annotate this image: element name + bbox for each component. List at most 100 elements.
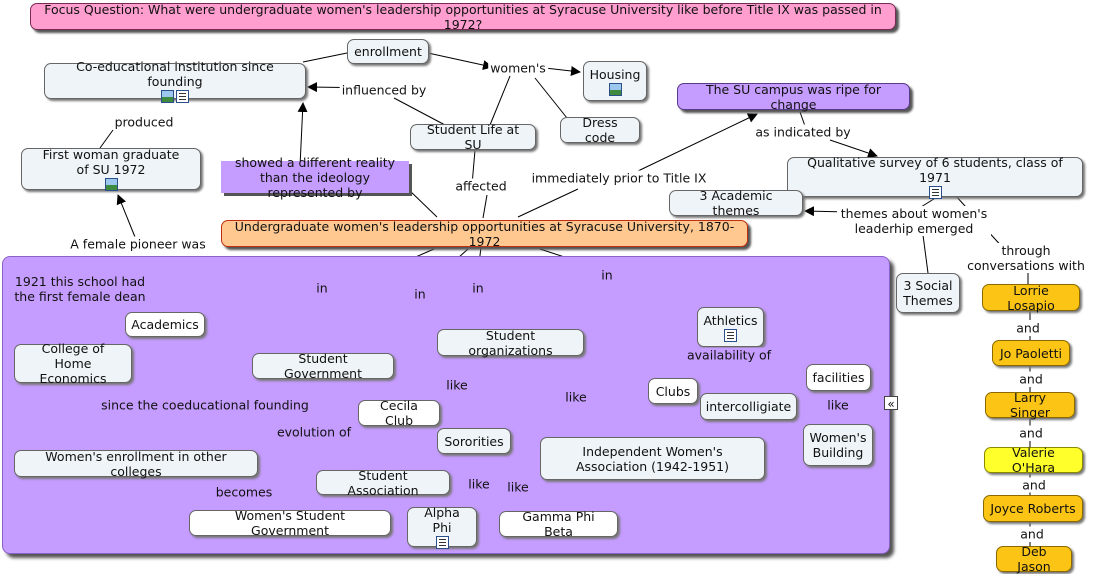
concept-housing[interactable]: Housing [583,61,647,101]
link-label[interactable]: and [1020,477,1048,493]
concept-student-association[interactable]: Student Association [316,467,450,498]
concept-athletics-label: Athletics [703,312,758,328]
link-label[interactable]: through conversations with [954,243,1097,273]
concept-social-themes-label: 3 Social Themes [903,278,953,308]
link-label[interactable]: and [1017,371,1045,387]
concept-intercollegiate[interactable]: intercolligiate [700,393,797,420]
concept-housing-label: Housing [589,66,641,82]
link-label[interactable]: themes about women's leaderhip emerged [837,206,991,236]
link-label[interactable]: immediately prior to Title IX [529,170,709,186]
collapse-icon[interactable]: « [884,396,898,411]
student-name: Jo Paoletti [999,345,1063,361]
concept-student-orgs-label: Student organizations [468,327,553,358]
concept-student-life[interactable]: Student Life at SU [410,122,536,152]
link-label[interactable]: since the coeducational founding [99,397,311,413]
link-label[interactable]: in [412,286,428,302]
concept-facilities[interactable]: facilities [806,364,871,391]
link-label[interactable]: as indicated by [753,124,853,140]
link-label[interactable]: evolution of [274,424,354,440]
concept-womens-building[interactable]: Women's Building [803,424,873,466]
concept-sororities-label: Sororities [444,433,504,449]
concept-academics[interactable]: Academics [125,312,205,337]
student-node[interactable]: Lorrie Losapio [982,282,1080,313]
link-label[interactable]: and [1018,526,1046,542]
link-label[interactable]: becomes [213,484,275,500]
link-label[interactable]: women's [488,60,548,76]
link-label[interactable]: like [505,479,531,495]
student-node[interactable]: Jo Paoletti [992,340,1070,366]
concept-ripe-for-change[interactable]: The SU campus was ripe for change [677,81,910,112]
concept-home-ec-label: College of Home Economics [39,341,107,386]
concept-gamma-phi-label: Gamma Phi Beta [522,509,595,539]
link-label[interactable]: and [1017,425,1045,441]
document-icon[interactable] [435,536,449,549]
concept-student-gov-label: Student Government [284,351,362,381]
concept-student-assoc-label: Student Association [347,467,419,498]
link-label[interactable]: 1921 this school had the first female de… [8,274,152,304]
concept-first-grad-label: First woman graduate of SU 1972 [42,147,180,177]
concept-independent-womens-association[interactable]: Independent Women's Association (1942-19… [540,437,765,480]
link-label[interactable]: availability of [685,347,773,363]
student-name: Joyce Roberts [990,501,1076,516]
concept-facilities-label: facilities [812,370,865,385]
link-label[interactable]: like [466,476,492,492]
image-icon[interactable] [104,178,118,191]
link-label[interactable]: A female pioneer was [68,236,208,252]
main-concept-label: Undergraduate women's leadership opportu… [234,218,735,249]
student-name: Larry Singer [1009,390,1051,420]
concept-coed-label: Co-educational institution since foundin… [76,59,274,89]
student-node[interactable]: Valerie O'Hara [984,445,1083,475]
link-label[interactable]: produced [112,114,176,130]
link-label[interactable]: in [599,267,615,283]
concept-social-themes[interactable]: 3 Social Themes [896,273,960,313]
concept-clubs[interactable]: Clubs [648,378,698,404]
concept-athletics[interactable]: Athletics [697,307,764,347]
concept-dress-code-label: Dress code [582,115,618,145]
image-icon[interactable] [608,82,622,96]
concept-cecila-label: Cecila Club [380,398,418,428]
concept-other-colleges-label: Women's enrollment in other colleges [45,448,227,479]
link-label-showed-different-reality[interactable]: showed a different reality than the ideo… [221,155,409,200]
concept-academic-themes-label: 3 Academic themes [699,188,773,218]
concept-first-woman-graduate[interactable]: First woman graduate of SU 1972 [21,147,201,191]
link-label[interactable]: and [1014,320,1042,336]
link-label[interactable]: in [314,280,330,296]
concept-coed-institution[interactable]: Co-educational institution since foundin… [44,59,306,103]
link-label[interactable]: affected [453,178,509,194]
concept-alpha-phi-label: Alpha Phi [424,505,460,535]
document-icon[interactable] [928,186,942,199]
main-concept[interactable]: Undergraduate women's leadership opportu… [221,218,748,249]
concept-gamma-phi-beta[interactable]: Gamma Phi Beta [499,509,618,539]
concept-home-economics[interactable]: College of Home Economics [14,341,132,386]
concept-other-colleges[interactable]: Women's enrollment in other colleges [14,448,258,479]
student-node[interactable]: Joyce Roberts [983,495,1083,522]
link-label[interactable]: influenced by [339,82,429,98]
student-name: Lorrie Losapio [1007,282,1055,313]
concept-sororities[interactable]: Sororities [437,428,511,454]
concept-intercollegiate-label: intercolligiate [705,399,792,414]
concept-survey-label: Qualitative survey of 6 students, class … [807,155,1063,185]
document-icon[interactable] [724,328,737,342]
concept-enrollment[interactable]: enrollment [347,39,429,64]
student-node[interactable]: Larry Singer [985,390,1075,420]
link-label[interactable]: in [470,280,486,296]
concept-womens-student-government[interactable]: Women's Student Government [189,508,391,538]
concept-student-organizations[interactable]: Student organizations [437,327,584,358]
focus-question-text: Focus Question: What were undergraduate … [44,1,882,32]
image-icon[interactable] [161,90,174,103]
concept-student-government[interactable]: Student Government [252,351,394,381]
concept-clubs-label: Clubs [655,383,691,399]
concept-iwa-label: Independent Women's Association (1942-19… [575,443,730,474]
link-label[interactable]: like [563,389,589,405]
link-label[interactable]: like [825,397,851,413]
document-icon[interactable] [176,90,189,103]
concept-ripe-label: The SU campus was ripe for change [705,81,882,112]
focus-question[interactable]: Focus Question: What were undergraduate … [30,1,896,32]
concept-dress-code[interactable]: Dress code [560,115,640,145]
student-node[interactable]: Deb Jason [996,544,1072,574]
link-label[interactable]: like [444,377,470,393]
concept-academic-themes[interactable]: 3 Academic themes [669,188,803,218]
concept-alpha-phi[interactable]: Alpha Phi [407,505,477,549]
concept-cecila-club[interactable]: Cecila Club [358,398,440,428]
concept-qualitative-survey[interactable]: Qualitative survey of 6 students, class … [787,155,1083,199]
